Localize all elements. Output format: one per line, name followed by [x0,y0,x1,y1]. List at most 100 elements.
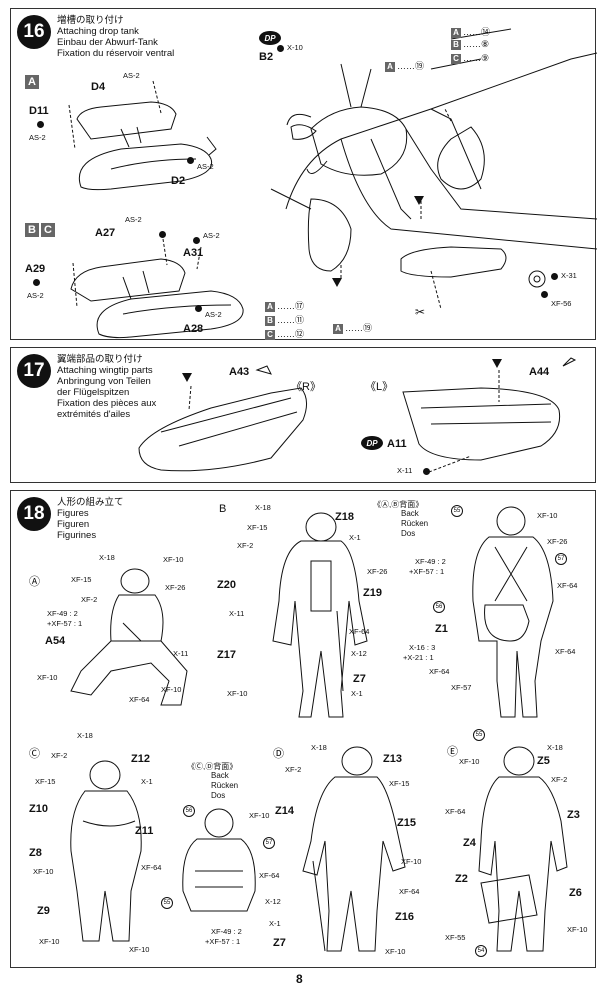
variant-a-label: A [25,73,41,91]
cd-back-word-0: Back [211,771,229,780]
page-number: 8 [296,972,303,986]
paint-as2-3: AS-2 [197,162,214,171]
fig-b-paint-1: XF-15 [247,523,268,532]
ab-marker-55: 55 [451,505,463,517]
step17-panel: 17 翼端部品の取り付け Attaching wingtip parts Anb… [10,347,596,483]
step16-titles: 増槽の取り付け Attaching drop tank Einbau der A… [57,15,174,59]
fig-e-paint-5: XF-55 [445,933,466,942]
part-d2: D2 [171,175,186,187]
paint-x31: X-31 [561,271,577,280]
paint-as2-7: AS-2 [205,310,222,319]
fig-b-paint-6: XF-64 [349,627,370,636]
fig-a-paint-7: X-11 [173,649,189,658]
ab-part-z1: Z1 [435,623,448,635]
fig-d-paint-1: XF-2 [285,765,302,774]
step17-title-de2: der Flügelspitzen [57,387,130,398]
paint-dot [541,291,548,298]
fig-c-paint-5: XF-64 [141,863,162,872]
step16-number: 16 [17,15,51,49]
fig-e-part-z5: Z5 [537,755,550,767]
fig-b-part-z17: Z17 [217,649,236,661]
fig-e-paint-6: XF-10 [567,925,588,934]
ref-a-19-bottom: A……⑲ [333,321,372,334]
ab-paint-0: XF-10 [537,511,558,520]
fig-b-part-z19: Z19 [363,587,382,599]
side-r: 《R》 [291,381,321,393]
fig-d-paint-4: XF-64 [259,871,280,880]
fig-e-id: Ⓔ [447,746,458,758]
paint-as2-2: AS-2 [29,133,46,142]
cd-marker-56: 56 [183,805,195,817]
fig-a-paint-9: XF-10 [161,685,182,694]
fig-e-part-z4: Z4 [463,837,476,849]
fig-c-part-z12: Z12 [131,753,150,765]
fig-a-paint-5: XF-49 : 2 [47,609,78,618]
fig-b-part-z7: Z7 [353,673,366,685]
fig-a-id: Ⓐ [29,576,40,588]
fig-a-paint-1: XF-10 [163,555,184,564]
fig-e-marker-55: 55 [473,729,485,741]
step18-title-en: Figures [57,508,89,519]
fig-d-paint-6: X-1 [269,919,281,928]
ab-back-header: 《Ⓐ,Ⓑ背面》 [373,500,424,509]
step18-title-fr: Figurines [57,530,97,541]
fig-e-paint-3: XF-64 [445,807,466,816]
step18-panel: 18 人形の組み立て Figures Figuren Figurines [10,490,596,968]
ab-marker-57: 57 [555,553,567,565]
paint-dot [551,273,558,280]
fig-d-paint-5: X-12 [265,897,281,906]
fig-c-part-z9: Z9 [37,905,50,917]
ab-paint-1: XF-26 [547,537,568,546]
dp-badge: DP [259,31,281,45]
fig-a-paint-4: XF-2 [81,595,98,604]
fig-c-paint-7: XF-10 [129,945,150,954]
step16-panel: 16 増槽の取り付け Attaching drop tank Einbau de… [10,8,598,340]
paint-as2-5: AS-2 [203,231,220,240]
ab-paint-2: XF-49 : 2 [415,557,446,566]
step18-number: 18 [17,497,51,531]
cd-back-word-2: Dos [211,791,226,800]
paint-dot [37,121,44,128]
ref-c-9: C……⑨ [451,53,489,64]
cd-paint-1: XF-49 : 2 [211,927,242,936]
part-a29: A29 [25,263,46,275]
step16-title-en: Attaching drop tank [57,26,139,37]
step18-titles: 人形の組み立て Figures Figuren Figurines [57,497,124,541]
fig-c-paint-1: XF-2 [51,751,68,760]
step16-title-jp: 増槽の取り付け [57,15,124,26]
fig-a-paint-8: XF-10 [37,673,58,682]
part-a27: A27 [95,227,116,239]
fig-d-part-z7: Z7 [273,937,286,949]
paint-dot [193,237,200,244]
ref-c-12: C……⑫ [265,327,304,340]
paint-dot [33,279,40,286]
paint-dot [195,305,202,312]
step17-title-fr2: extrémités d'ailes [57,409,131,420]
fig-c-paint-0: X-18 [77,731,93,740]
cd-paint-2: +XF-57 : 1 [205,937,241,946]
fig-a-paint-0: X-18 [99,553,115,562]
part-a11: A11 [387,438,407,450]
fig-d-paint-8: XF-10 [385,947,406,956]
fig-b-paint-2: XF-2 [237,541,254,550]
step17-number: 17 [17,354,51,388]
side-l: 《L》 [365,381,394,393]
paint-as2-1: AS-2 [123,71,140,80]
fig-b-paint-4: XF-26 [367,567,388,576]
fig-a-paint-10: XF-64 [129,695,150,704]
cd-paint-0: XF-10 [249,811,270,820]
fig-b-paint-3: X-1 [349,533,361,542]
fig-c-paint-6: XF-10 [39,937,60,946]
part-a28: A28 [183,323,204,335]
ab-marker-56: 56 [433,601,445,613]
fig-e-part-z2: Z2 [455,873,468,885]
step17-title-fr: Fixation des pièces aux [57,398,157,409]
step16-title-de: Einbau der Abwurf-Tank [57,37,158,48]
fig-d-part-z15: Z15 [397,817,416,829]
fig-d-paint-3: XF-10 [401,857,422,866]
ref-b-11: B……⑪ [265,313,304,326]
step17-titles: 翼端部品の取り付け Attaching wingtip parts Anbrin… [57,354,156,420]
fig-b-part-z18: Z18 [335,511,354,523]
ab-paint-9: XF-57 [451,683,472,692]
